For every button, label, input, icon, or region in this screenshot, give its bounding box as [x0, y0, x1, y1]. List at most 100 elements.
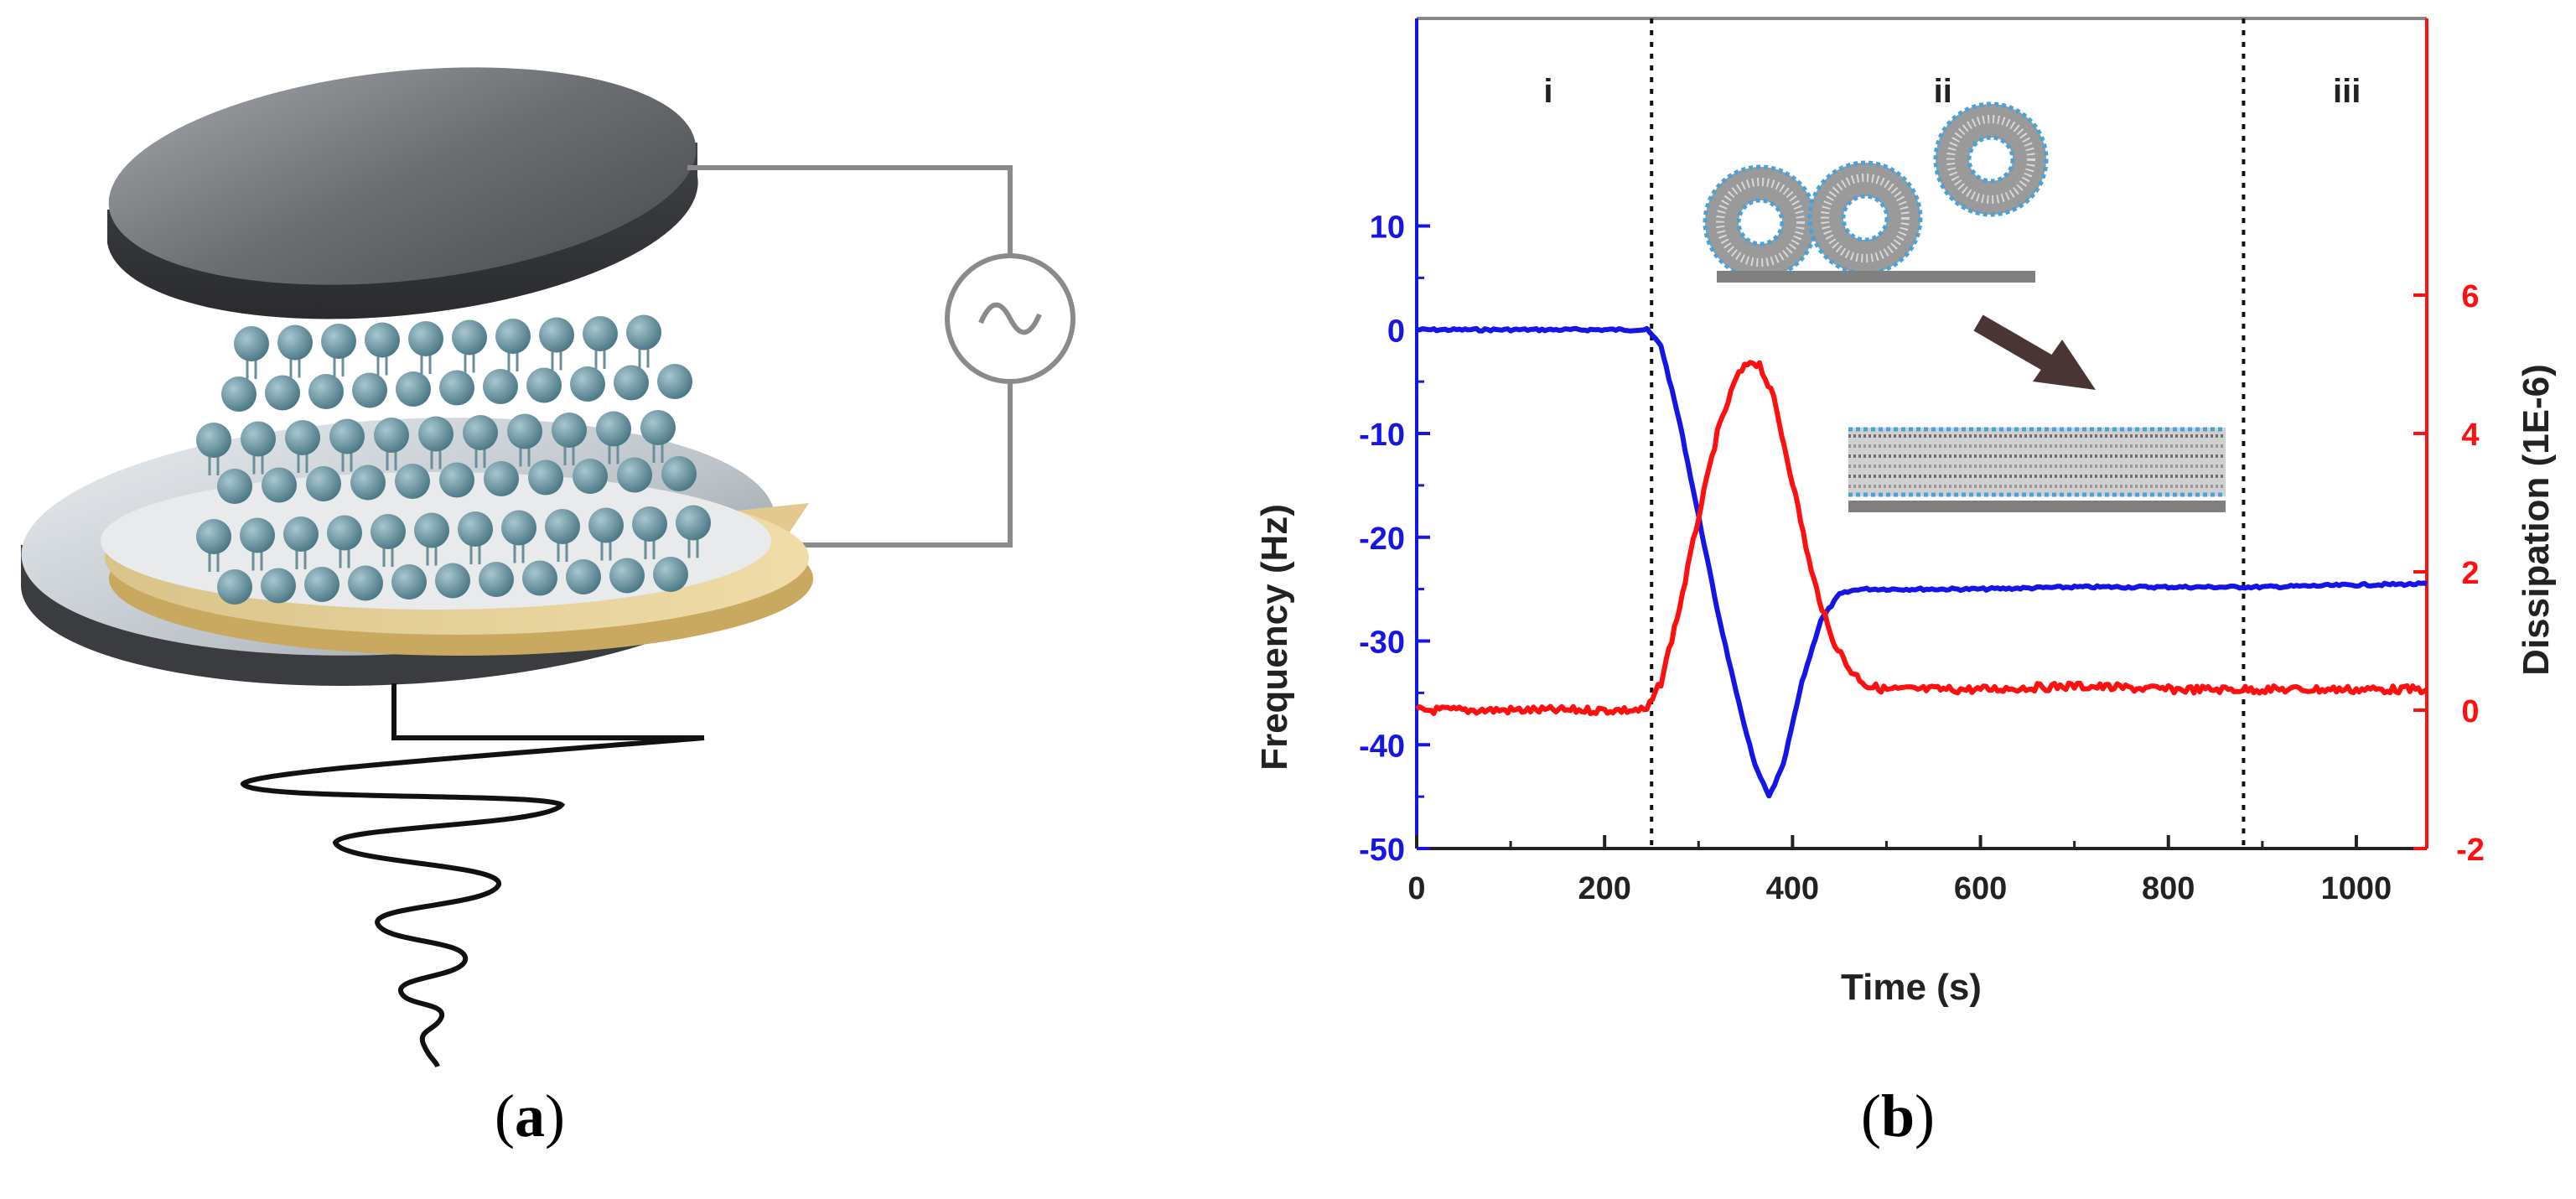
lipid-head [526, 367, 562, 403]
lipid-head [391, 564, 427, 600]
phase-label: i [1543, 73, 1552, 110]
lipid-head [196, 423, 231, 458]
lipid-head [418, 416, 454, 452]
y-axis-left-label: Frequency (Hz) [1254, 504, 1295, 771]
lipid-head [566, 559, 601, 594]
panel-a-schematic [21, 67, 1075, 1068]
lipid-head [545, 509, 580, 544]
lipid-head [217, 569, 252, 605]
lipid-head [408, 321, 443, 356]
vesicle-inner [1967, 135, 2015, 184]
lipid-head [522, 560, 557, 596]
lipid-head [414, 512, 449, 548]
lipid-head [395, 464, 430, 499]
lipid-head [479, 562, 514, 597]
lipid-head [439, 462, 474, 498]
y-right-tick-label: 0 [2461, 694, 2479, 729]
lipid-head [435, 563, 470, 599]
lipid-head [661, 456, 697, 491]
lipid-head [350, 465, 386, 501]
lipid-head [348, 565, 383, 601]
lipid-head [371, 514, 406, 549]
dissipation-series-line [1415, 360, 2428, 717]
lipid-head [570, 366, 605, 402]
lipid-head [306, 466, 341, 501]
panel-b-label: (b) [1861, 1082, 1936, 1150]
chart-insets [1703, 101, 2226, 512]
lipid-head [283, 516, 319, 552]
lipid-head [439, 370, 474, 406]
phase-label: ii [1934, 73, 1952, 110]
lipid-head [626, 314, 661, 350]
vesicle-substrate [1717, 271, 2035, 283]
vesicle-tails [1946, 115, 2035, 204]
y-left-tick-label: -30 [1359, 625, 1405, 661]
lipid-head [588, 507, 624, 543]
lipid-head [458, 511, 493, 547]
ac-source-sine-icon [945, 253, 1075, 384]
lipid-head [640, 410, 676, 445]
lipid-head [463, 415, 498, 450]
frequency-series-line [1416, 325, 2428, 799]
lipid-head [241, 421, 276, 457]
vesicle-inner [1841, 194, 1889, 242]
lipid-head [352, 372, 387, 408]
x-tick-label: 600 [1954, 871, 2007, 906]
lipid-head [617, 457, 652, 493]
lipid-head [308, 374, 344, 409]
y-left-tick-label: 10 [1370, 210, 1405, 246]
lipid-head [539, 317, 574, 353]
lipid-head [483, 369, 518, 404]
y-left-tick-label: -20 [1359, 522, 1405, 557]
lipid-head [304, 567, 339, 602]
lipid-head [609, 558, 645, 594]
lipid-head [596, 411, 631, 447]
lipid-head [528, 459, 563, 496]
lipid-head [240, 517, 275, 553]
lipid-head [676, 505, 711, 541]
lipid-head [573, 459, 608, 494]
panel-a-label: (a) [495, 1082, 565, 1150]
lipid-head [261, 568, 296, 604]
circuit-wires [687, 165, 1013, 548]
y-axis-right-label: Dissipation (1E-6) [2516, 364, 2557, 676]
arrow-head [2033, 340, 2096, 390]
vesicle-icon [1703, 164, 1818, 280]
x-tick-label: 400 [1766, 871, 1819, 906]
transition-arrow-icon [1973, 314, 2096, 390]
y-right-tick-label: -2 [2456, 833, 2485, 868]
lipid-head [327, 515, 362, 551]
lipid-bilayer-icon [1848, 427, 2226, 512]
lipid-head [484, 461, 519, 496]
lipid-head [583, 316, 618, 351]
lipid-head [632, 506, 667, 542]
y-left-tick-label: -40 [1359, 729, 1405, 764]
vesicle-icon [1807, 160, 1923, 276]
vesicle-tails [1716, 178, 1805, 267]
x-tick-label: 200 [1578, 871, 1630, 906]
lipid-head [507, 413, 542, 449]
lipid-head [329, 418, 365, 454]
lipid-head [396, 371, 431, 407]
vesicle-tails [1821, 174, 1910, 262]
lipid-head [262, 467, 297, 503]
lipid-layer [196, 314, 711, 605]
y-left-tick-label: -50 [1359, 833, 1405, 868]
lipid-head [365, 322, 400, 358]
lipid-head [653, 557, 688, 592]
lipid-head [657, 364, 692, 399]
series-layer [1415, 325, 2428, 799]
x-tick-label: 1000 [2321, 871, 2392, 906]
y-left-tick-label: 0 [1387, 314, 1405, 349]
oscillation-signal [240, 683, 705, 1068]
y-right-tick-label: 6 [2461, 279, 2479, 314]
lipid-head [277, 324, 313, 361]
lipid-head [217, 469, 252, 504]
x-tick-label: 800 [2142, 871, 2195, 906]
lipid-head [285, 420, 320, 455]
phase-label: iii [2333, 73, 2361, 110]
